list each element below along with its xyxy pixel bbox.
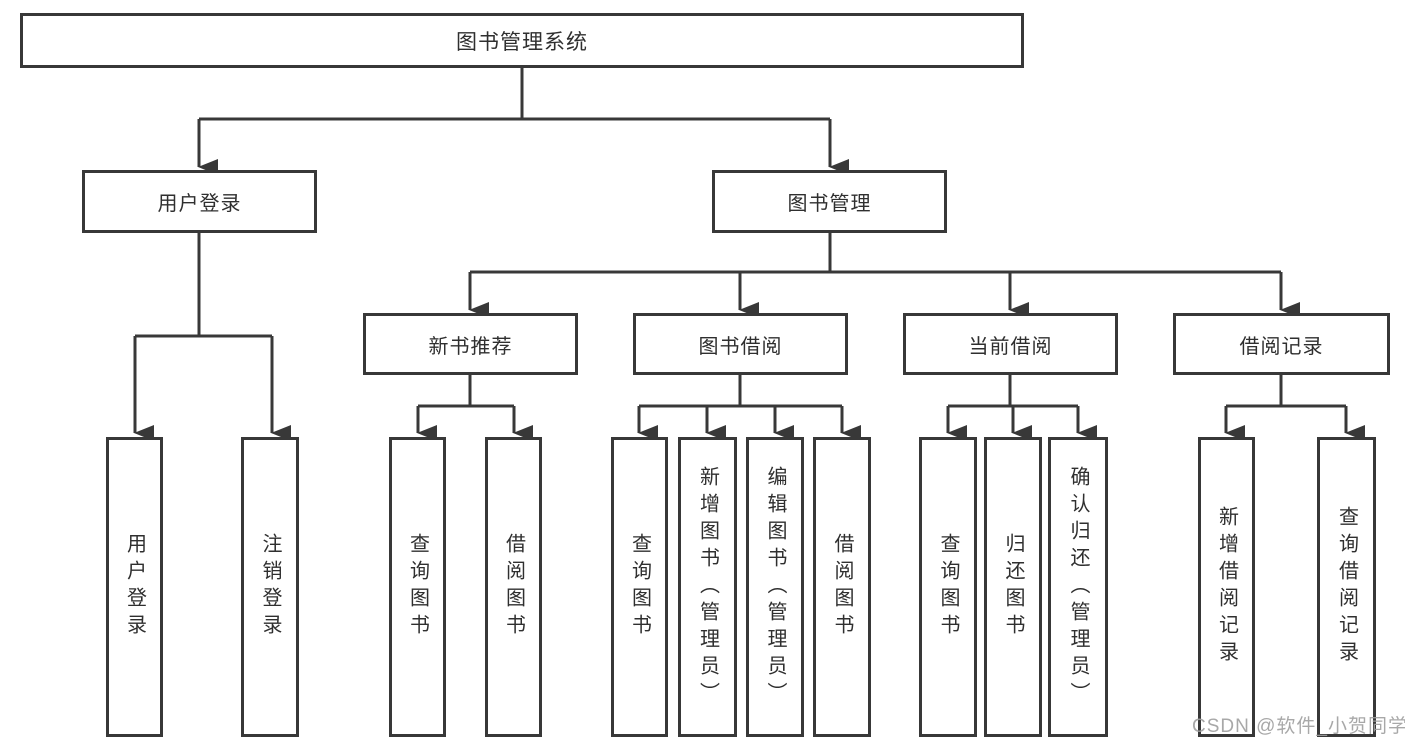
node-book-management: 图书管理 [712, 170, 947, 233]
leaf-query-books-current: 查询图书 [919, 437, 977, 737]
node-user-login-group: 用户登录 [82, 170, 317, 233]
csdn-watermark: CSDN @软件_小贺同学 [1192, 716, 1405, 737]
leaf-add-books-admin: 新增图书（管理员） [678, 437, 737, 737]
leaf-edit-books-admin: 编辑图书（管理员） [746, 437, 804, 737]
leaf-confirm-return-admin: 确认归还（管理员） [1048, 437, 1108, 737]
leaf-return-books: 归还图书 [984, 437, 1042, 737]
node-book-borrow: 图书借阅 [633, 313, 848, 375]
leaf-logout: 注销登录 [241, 437, 299, 737]
node-new-book-recommend: 新书推荐 [363, 313, 578, 375]
leaf-query-borrow-record: 查询借阅记录 [1317, 437, 1376, 737]
node-borrow-record: 借阅记录 [1173, 313, 1390, 375]
leaf-add-borrow-record: 新增借阅记录 [1198, 437, 1255, 737]
leaf-query-books-recommend: 查询图书 [389, 437, 446, 737]
node-library-management-system: 图书管理系统 [20, 13, 1024, 68]
leaf-borrow-books-recommend: 借阅图书 [485, 437, 542, 737]
leaf-borrow-books: 借阅图书 [813, 437, 871, 737]
leaf-query-books-borrow: 查询图书 [611, 437, 668, 737]
node-current-borrow: 当前借阅 [903, 313, 1118, 375]
leaf-user-login: 用户登录 [106, 437, 163, 737]
